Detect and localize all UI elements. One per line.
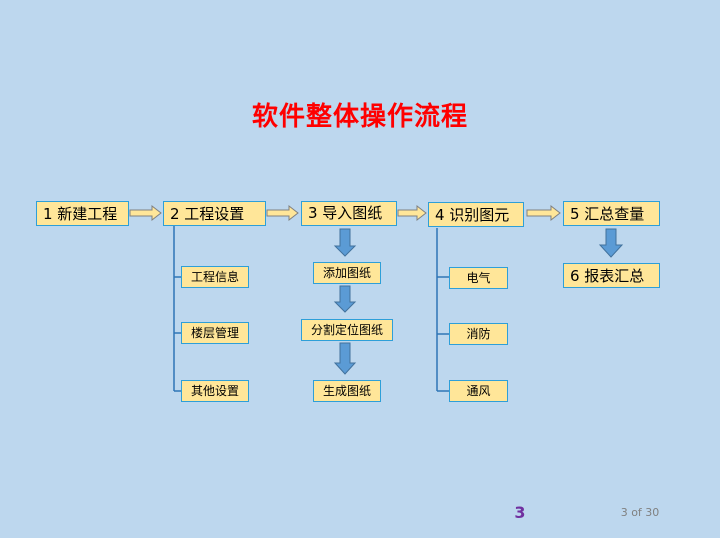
- step-report-summary: 6 报表汇总: [563, 263, 660, 288]
- step-new-project: 1 新建工程: [36, 201, 129, 226]
- arrow-4-5: [526, 204, 561, 222]
- step-project-settings: 2 工程设置: [163, 201, 266, 226]
- substep-other-settings: 其他设置: [181, 380, 249, 402]
- step-import-drawings-label: 3 导入图纸: [308, 204, 383, 222]
- bracket-step4: [436, 228, 450, 392]
- bracket-step2: [173, 226, 182, 392]
- step-summarize-quantity: 5 汇总查量: [563, 201, 660, 226]
- step-summarize-quantity-label: 5 汇总查量: [570, 205, 645, 223]
- slide-title: 软件整体操作流程: [251, 102, 468, 132]
- down-arrow-5-6: [598, 228, 624, 258]
- step-new-project-label: 1 新建工程: [43, 205, 118, 223]
- down-arrow-split-gen: [333, 342, 357, 375]
- page-count: 3 of 30: [620, 506, 660, 519]
- substep-project-info: 工程信息: [181, 266, 249, 288]
- substep-split-locate-drawing: 分割定位图纸: [301, 319, 393, 341]
- step-project-settings-label: 2 工程设置: [170, 205, 245, 223]
- arrow-2-3: [266, 204, 299, 222]
- arrow-1-2: [129, 204, 162, 222]
- substep-electric: 电气: [449, 267, 508, 289]
- step-report-summary-label: 6 报表汇总: [570, 267, 645, 285]
- arrow-3-4: [397, 204, 427, 222]
- substep-floor-management: 楼层管理: [181, 322, 249, 344]
- page-number: 3: [514, 503, 526, 522]
- down-arrow-add-split: [333, 285, 357, 313]
- substep-add-drawing: 添加图纸: [313, 262, 381, 284]
- down-arrow-3-add: [333, 228, 357, 257]
- step-recognize-elements: 4 识别图元: [428, 202, 524, 227]
- substep-fire-protection: 消防: [449, 323, 508, 345]
- substep-ventilation: 通风: [449, 380, 508, 402]
- step-import-drawings: 3 导入图纸: [301, 201, 397, 226]
- step-recognize-elements-label: 4 识别图元: [435, 206, 510, 224]
- substep-generate-drawing: 生成图纸: [313, 380, 381, 402]
